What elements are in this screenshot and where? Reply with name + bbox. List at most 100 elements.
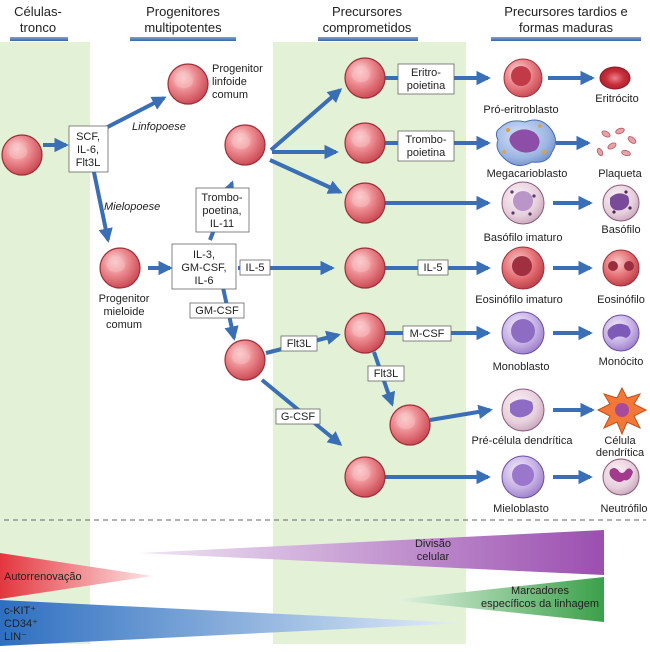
svg-text:IL-5: IL-5 [246,262,265,274]
lymphoid-progenitor-label: Progenitor linfoide comum [212,63,263,101]
svg-text:GM-CSF: GM-CSF [195,305,239,317]
basophil-precursor-cell [344,182,386,224]
factor-tpo-il11: Trombo- poetina, IL-11 [195,187,250,233]
label-immature-basophil: Basófilo imaturo [484,232,563,244]
label-dendritic-2: dendrítica [596,447,645,459]
header-multipotent: Progenitores multipotentes [130,4,236,41]
svg-text:M-CSF: M-CSF [410,328,445,340]
svg-text:tronco: tronco [20,20,56,35]
header-committed: Precursores comprometidos [318,4,418,41]
label-monocyte: Monócito [599,356,644,368]
label-platelet: Plaqueta [598,168,642,180]
svg-text:IL-6,: IL-6, [77,144,99,156]
svg-text:Progenitor: Progenitor [99,293,150,305]
label-basophil: Basófilo [601,224,640,236]
svg-text:Flt3L: Flt3L [287,338,311,350]
svg-text:comprometidos: comprometidos [323,20,412,35]
label-eosinophil: Eosinófilo [597,294,645,306]
cell-division-wedge [140,530,604,575]
monocyte-precursor-cell [344,312,386,354]
pre-dendritic-cell [501,388,545,432]
svg-text:multipotentes: multipotentes [144,20,222,35]
monocyte-cell [602,314,640,352]
label-pre-dendritic: Pré-célula dendrítica [472,435,574,447]
label-erythrocyte: Eritrócito [595,93,638,105]
granulocyte-precursor-cell [344,456,386,498]
svg-text:IL-3,: IL-3, [193,249,215,261]
svg-text:IL-6: IL-6 [195,275,214,287]
svg-text:Flt3L: Flt3L [76,157,100,169]
label-megakaryoblast: Megacarioblasto [487,168,568,180]
immature-eosinophil-cell [501,246,545,290]
svg-text:G-CSF: G-CSF [281,411,316,423]
factor-mcsf: M-CSF [402,325,452,342]
self-renewal-wedge [0,553,152,599]
svg-text:IL-11: IL-11 [210,218,234,230]
svg-text:Flt3L: Flt3L [374,368,398,380]
header-late: Precursores tardios e formas maduras [491,4,641,41]
factor-boxes: SCF, IL-6, Flt3L Trombo- poetina, IL-11 … [68,63,455,425]
svg-text:Células-: Células- [14,4,62,19]
svg-text:comum: comum [106,319,142,331]
svg-text:IL-5: IL-5 [424,262,443,274]
svg-text:poetina,: poetina, [202,205,241,217]
svg-text:mieloide: mieloide [104,306,145,318]
factor-flt3l-a: Flt3L [280,335,318,352]
mk-ery-progenitor-cell [224,124,266,166]
factor-gmcsf: GM-CSF [189,302,245,319]
factor-flt3l-b: Flt3L [367,365,405,382]
dendritic-cell [596,386,648,436]
svg-text:Progenitores: Progenitores [146,4,220,19]
lineage-markers-wedge [392,577,604,622]
erythroid-precursor-cell [344,57,386,99]
myeloid-progenitor-cell [99,247,141,289]
monoblast-cell [501,311,545,355]
myelopoiesis-label: Mielopoese [104,201,160,213]
label-dendritic-1: Célula [604,435,636,447]
dendritic-precursor-cell [389,404,431,446]
cell-labels: Pró-eritroblasto Eritrócito Megacariobla… [472,93,648,515]
lineage-markers-label-1: Marcadores [511,585,570,597]
factor-gcsf: G-CSF [275,408,321,425]
svg-text:Trombo-: Trombo- [405,134,446,146]
label-immature-eosinophil: Eosinófilo imaturo [475,294,562,306]
svg-text:Precursores tardios e: Precursores tardios e [504,4,628,19]
lineage-markers-label-2: específicos da linhagem [481,598,599,610]
lymphoid-progenitor-cell [167,63,209,105]
svg-text:Progenitor: Progenitor [212,63,263,75]
factor-il3: IL-3, GM-CSF, IL-6 [171,243,237,290]
myeloblast-cell [501,455,545,499]
label-proerythroblast: Pró-eritroblasto [483,104,558,116]
myeloid-progenitor-label: Progenitor mieloide comum [99,293,150,331]
svg-text:Eritro-: Eritro- [411,67,441,79]
lymphopoiesis-label: Linfopoese [132,121,186,133]
stem-marker-lin: LIN⁻ [4,631,27,643]
factor-epo: Eritro- poietina [397,63,455,95]
proerythroblast-cell [503,58,543,98]
stem-cell [1,134,43,176]
label-neutrophil: Neutrófilo [600,503,647,515]
eosinophil-precursor-cell [344,247,386,289]
eosinophil-cell [602,249,640,287]
factor-scf: SCF, IL-6, Flt3L [68,125,109,173]
stem-marker-ckit: c-KIT⁺ [4,605,36,617]
svg-text:poietina: poietina [407,147,446,159]
svg-text:poietina: poietina [407,80,446,92]
svg-text:formas maduras: formas maduras [519,20,613,35]
label-myeloblast: Mieloblasto [493,503,549,515]
basophil-cell [602,184,640,222]
stem-marker-cd34: CD34⁺ [4,618,38,630]
svg-text:Precursores: Precursores [332,4,403,19]
svg-text:Trombo-: Trombo- [201,192,242,204]
factor-il5-a: IL-5 [239,259,271,276]
label-monoblast: Monoblasto [493,361,550,373]
factor-il5-b: IL-5 [417,259,449,276]
immature-basophil-cell [501,181,545,225]
factor-tpo: Trombo- poietina [397,130,455,162]
svg-text:GM-CSF,: GM-CSF, [181,262,226,274]
svg-text:SCF,: SCF, [76,131,100,143]
header-stem: Células- tronco [10,4,68,41]
svg-text:comum: comum [212,89,248,101]
